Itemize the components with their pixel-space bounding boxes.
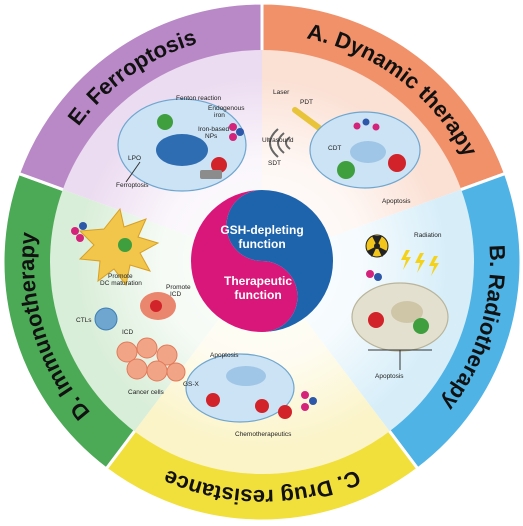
label-gs-x: GS-X (183, 381, 200, 388)
dynamic-therapy-illustration: Laser PDT Ultrasound SDT CDT Apoptosis (262, 89, 421, 205)
immunotherapy-illustration: Promote DC maturation Promote ICD CTLs I… (71, 207, 191, 396)
label-icd-top: ICD (170, 291, 182, 298)
label-apoptosis-dynamic: Apoptosis (382, 198, 411, 205)
label-iron: iron (214, 112, 225, 119)
label-apoptosis-drug: Apoptosis (210, 352, 239, 359)
radio-gsh-icon (368, 312, 384, 328)
ferro-gpx4-box (200, 170, 222, 179)
drug-gsh-icon (206, 393, 220, 407)
lightning-bolt-icon (401, 250, 439, 276)
dynamic-gsh-icon (388, 154, 406, 172)
label-apoptosis-radio: Apoptosis (375, 373, 404, 380)
label-chemotherapeutics: Chemotherapeutics (235, 431, 292, 438)
center-therapeutic-half (191, 190, 298, 332)
ctl-cell-icon (94, 307, 118, 331)
label-promote-icd: Promote (166, 284, 191, 291)
ultrasound-wave-icon (269, 128, 291, 158)
label-ferroptosis: Ferroptosis (116, 182, 149, 189)
ferroptosis-illustration: Fenton reaction Endogenous iron Iron-bas… (116, 95, 247, 192)
center-gsh-half (226, 190, 333, 332)
radiotherapy-illustration: Radiation Apoptosis (351, 232, 449, 380)
drug-cell (185, 353, 295, 423)
label-ultrasound: Ultrasound (262, 137, 294, 144)
dynamic-nucleus (350, 141, 386, 163)
drug-nucleus (226, 366, 266, 386)
label-cancer-cells: Cancer cells (128, 389, 165, 396)
radio-nucleus (391, 301, 423, 323)
label-sdt: SDT (268, 160, 281, 167)
label-nps: NPs (205, 133, 218, 140)
label-fenton-reaction: Fenton reaction (176, 95, 222, 102)
label-ctls: CTLs (76, 317, 92, 324)
label-laser: Laser (273, 89, 290, 96)
dynamic-gpx4-icon (337, 161, 355, 179)
laser-pen-icon (292, 107, 325, 133)
label-endogenous: Endogenous (208, 105, 245, 112)
label-dc-maturation: DC maturation (100, 280, 142, 287)
label-cdt: CDT (328, 145, 341, 152)
center-yin-yang: GSH-depleting function Therapeutic funct… (191, 190, 333, 332)
ferro-gpx4-icon (157, 114, 173, 130)
label-radiation: Radiation (414, 232, 442, 239)
label-lpo: LPO (128, 155, 141, 162)
label-icd-bottom: ICD (122, 329, 134, 336)
drug-resistance-illustration: Apoptosis GS-X Chemotherapeutics (183, 352, 317, 438)
ferro-nucleus (156, 134, 208, 166)
label-promote-dc: Promote (108, 273, 133, 280)
center-bottom-line1: Therapeutic (224, 274, 292, 288)
radio-gpx4-icon (413, 318, 429, 334)
cancer-cells-cluster (116, 337, 186, 382)
label-pdt: PDT (300, 99, 313, 106)
center-top-line2: function (238, 237, 285, 251)
ferro-gsh-icon (211, 157, 227, 173)
center-top-line1: GSH-depleting (220, 223, 303, 237)
label-iron-based: Iron-based (198, 126, 229, 133)
center-bottom-line2: function (234, 288, 281, 302)
